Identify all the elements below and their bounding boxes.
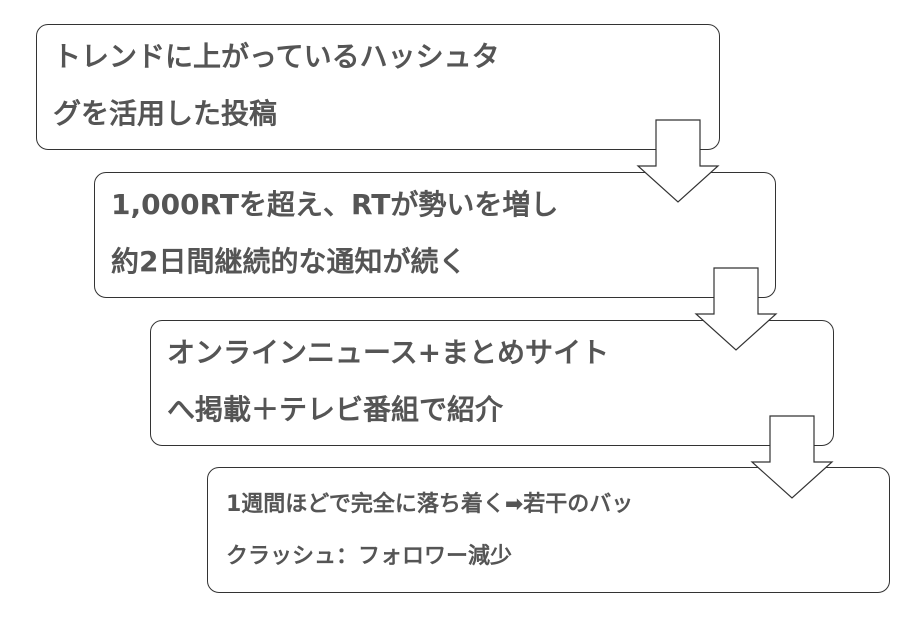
flow-step-2: 1,000RTを超え、RTが勢いを増し 約2日間継続的な通知が続く <box>94 172 776 298</box>
step-3-line-2: へ掲載＋テレビ番組で紹介 <box>167 393 504 426</box>
flow-step-1: トレンドに上がっているハッシュタ グを活用した投稿 <box>36 24 720 150</box>
step-3-line-1: オンラインニュース+まとめサイト <box>167 336 610 369</box>
step-4-line-1: 1週間ほどで完全に落ち着く➡若干のバッ <box>226 492 634 517</box>
step-4-line-2: クラッシュ：フォロワー減少 <box>226 544 513 569</box>
down-arrow-icon <box>694 267 778 351</box>
step-2-line-1: 1,000RTを超え、RTが勢いを増し <box>111 188 559 221</box>
down-arrow-icon <box>636 119 720 203</box>
step-1-line-2: グを活用した投稿 <box>53 97 278 130</box>
flow-step-4: 1週間ほどで完全に落ち着く➡若干のバッ クラッシュ：フォロワー減少 <box>207 467 890 593</box>
step-1-line-1: トレンドに上がっているハッシュタ <box>53 40 500 73</box>
step-2-line-2: 約2日間継続的な通知が続く <box>111 245 467 278</box>
flow-step-3: オンラインニュース+まとめサイト へ掲載＋テレビ番組で紹介 <box>150 320 834 446</box>
down-arrow-icon <box>750 415 834 499</box>
